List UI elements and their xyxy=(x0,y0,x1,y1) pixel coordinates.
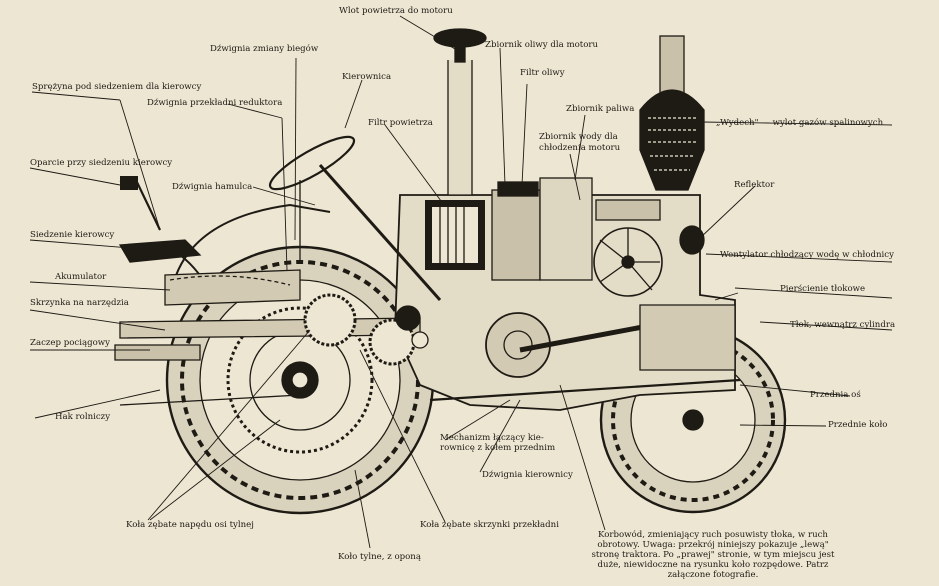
label-fuel-tank: Zbiornik paliwa xyxy=(566,104,635,114)
headlight xyxy=(679,225,705,255)
label-steering-lever: Dźwignia kierownicy xyxy=(482,470,573,480)
leader-lines xyxy=(29,15,893,549)
label-farm-hook: Hak rolniczy xyxy=(55,412,111,422)
label-steering-linkage-1: Mechanizm łączący kie- xyxy=(440,433,544,443)
label-toolbox: Skrzynka na narzędzia xyxy=(30,298,129,308)
label-front-wheel: Przednie koło xyxy=(828,420,888,430)
label-reduction-lever: Dźwignia przekładni reduktora xyxy=(147,98,283,108)
label-backrest: Oparcie przy siedzeniu kierowcy xyxy=(30,158,173,168)
fan xyxy=(593,227,663,297)
engine-block xyxy=(394,177,736,411)
label-air-filter: Filtr powietrza xyxy=(368,118,433,128)
label-connecting-rod: Korbowód, zmieniający ruch posuwisty tło… xyxy=(591,530,835,580)
rear-fender xyxy=(164,203,331,306)
label-cooling-fan: Wentylator chłodzący wodę w chłodnicy xyxy=(720,250,894,260)
exhaust-pipe xyxy=(639,35,705,191)
label-steering-linkage-2: rownicę z kołem przednim xyxy=(440,443,556,453)
driver-seat xyxy=(118,176,216,301)
label-piston: Tłok, wewnątrz cylindra xyxy=(790,320,896,330)
label-headlight: Reflektor xyxy=(734,180,775,190)
label-gear-lever: Dźwignia zmiany biegów xyxy=(210,44,319,54)
label-engine-oil-tank: Zbiornik oliwy dla motoru xyxy=(485,40,599,50)
label-water-tank-1: Zbiornik wody dla xyxy=(539,132,618,142)
label-water-tank-2: chłodzenia motoru xyxy=(539,143,621,153)
label-rear-axle-gears: Koła zębate napędu osi tylnej xyxy=(126,520,254,530)
label-front-axle: Przednia oś xyxy=(810,390,861,400)
label-brake-lever: Dźwignia hamulca xyxy=(172,182,253,192)
label-battery: Akumulator xyxy=(55,272,107,282)
label-seat-spring: Sprężyna pod siedzeniem dla kierowcy xyxy=(32,82,202,92)
label-rear-wheel: Koło tylne, z oponą xyxy=(338,552,421,562)
label-gearbox-gears: Koła zębate skrzynki przekładni xyxy=(420,520,559,530)
steering-assembly xyxy=(268,135,442,301)
label-piston-rings: Pierścienie tłokowe xyxy=(780,284,866,294)
air-intake-pipe xyxy=(433,28,487,196)
label-driver-seat: Siedzenie kierowcy xyxy=(30,230,115,240)
label-oil-filter: Filtr oliwy xyxy=(520,68,565,78)
label-air-intake: Wlot powietrza do motoru xyxy=(339,6,453,16)
gear-train xyxy=(303,293,429,366)
label-steering-wheel: Kierownica xyxy=(342,72,392,82)
label-exhaust: „Wydech" — wylot gazów spalinowych xyxy=(716,118,884,128)
label-tow-hitch: Zaczep pociągowy xyxy=(30,338,110,348)
